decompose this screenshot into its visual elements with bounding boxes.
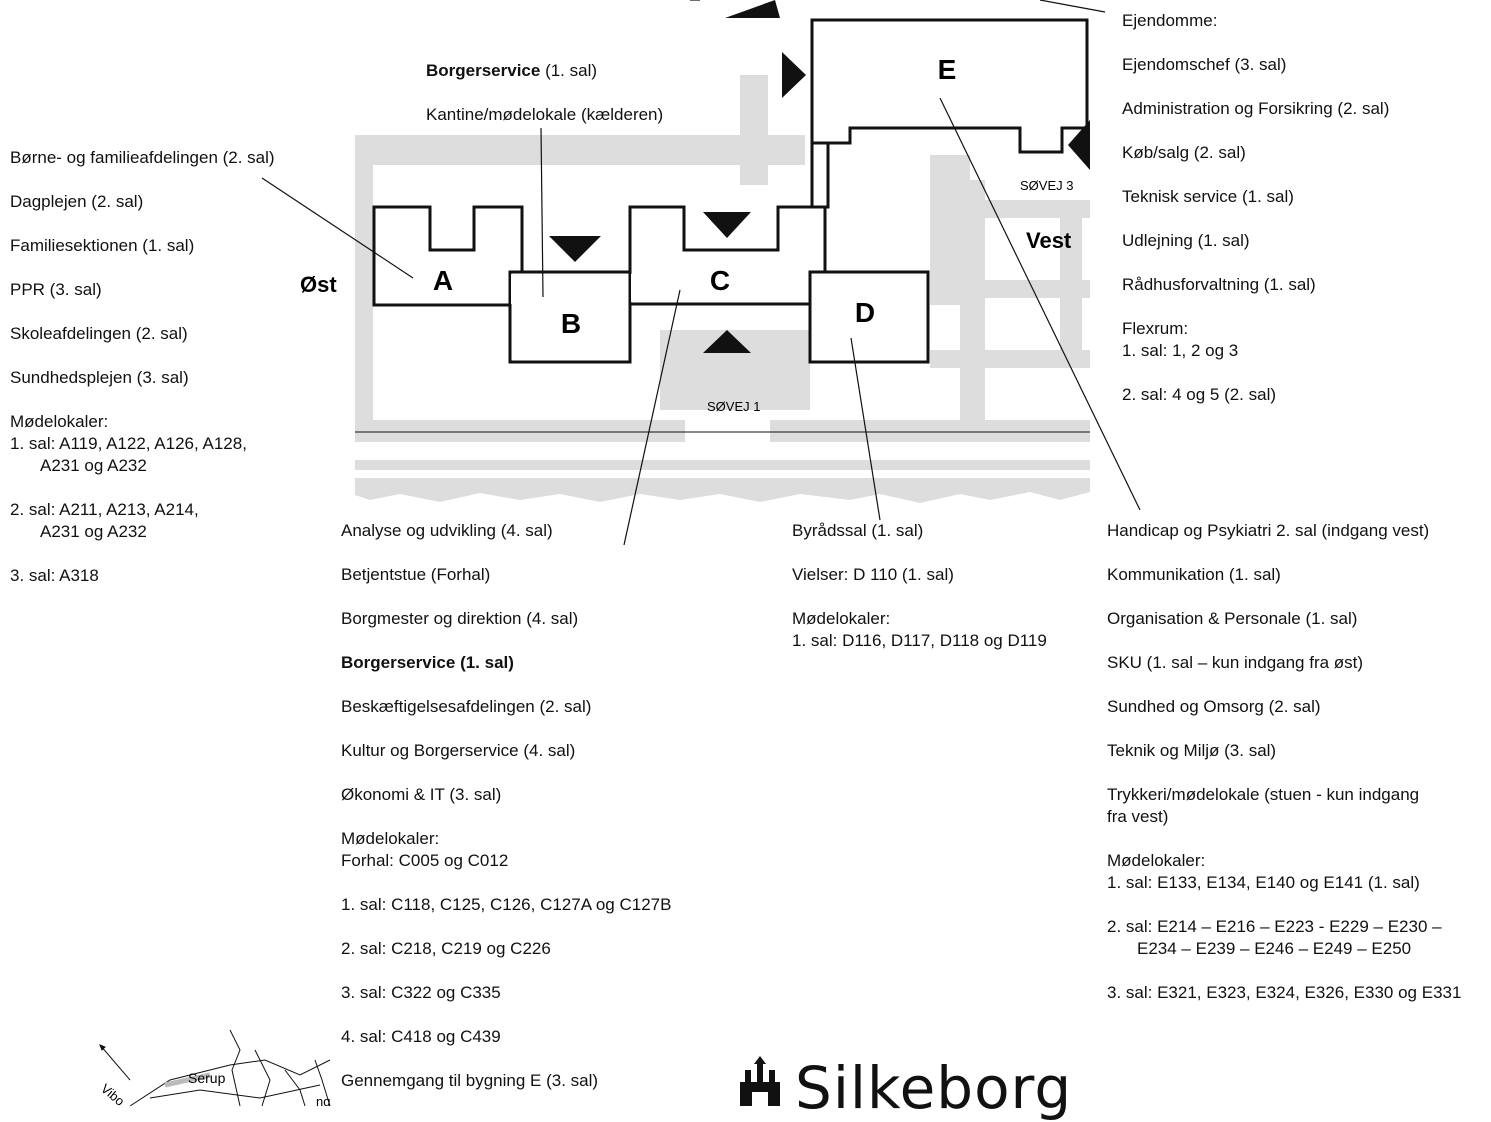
label-sovej-3: SØVEJ 3 [1020, 178, 1073, 193]
label-building-e: E [938, 54, 957, 85]
list-item: Udlejning (1. sal) [1122, 231, 1250, 250]
label-sovej-1: SØVEJ 1 [707, 399, 760, 414]
building-e-list: Handicap og Psykiatri 2. sal (indgang ve… [1107, 520, 1461, 1004]
borgerservice-floor: (1. sal) [540, 61, 598, 80]
silkeborg-logo-wordmark: Silkeborg [795, 1054, 1073, 1122]
label-building-d: D [855, 297, 875, 328]
moedelokaler-title: Mødelokaler: [10, 412, 109, 431]
kantine-label: Kantine/mødelokale (kælderen) [426, 105, 664, 124]
list-item: Betjentstue (Forhal) [341, 565, 491, 584]
list-item: Familiesektionen (1. sal) [10, 236, 195, 255]
building-a-outline [372, 205, 524, 307]
moedelokale-line: 1. sal: D116, D117, D118 og D119 [792, 631, 1047, 650]
label-building-a: A [433, 265, 453, 296]
site-shading [355, 75, 1090, 503]
connector-c-e [810, 141, 830, 209]
moedelokale-line: Forhal: C005 og C012 [341, 851, 509, 870]
minimap-label-vibo: Vibo [98, 1081, 127, 1106]
moedelokale-line: 2. sal: C218, C219 og C226 [341, 939, 551, 958]
list-item: Børne- og familieafdelingen (2. sal) [10, 148, 275, 167]
moedelokaler-title: Mødelokaler: [1107, 851, 1206, 870]
moedelokaler-title: Mødelokaler: [792, 609, 891, 628]
list-item-cont: fra vest) [1107, 807, 1169, 826]
label-building-c: C [710, 265, 730, 296]
entrance-arrow-top [725, 0, 780, 18]
entrance-arrow-e [782, 52, 806, 98]
leader-lines [261, 0, 1141, 546]
moedelokale-line: E234 – E239 – E246 – E249 – E250 [1137, 939, 1412, 958]
moedelokale-line: 3. sal: A318 [10, 566, 99, 585]
ejendomme-title: Ejendomme: [1122, 11, 1218, 30]
list-item: Sundhedsplejen (3. sal) [10, 368, 189, 387]
moedelokale-line: A231 og A232 [40, 456, 147, 475]
label-vest: Vest [1026, 228, 1072, 253]
minimap-label-ng: ng [316, 1094, 330, 1106]
list-item: Sundhed og Omsorg (2. sal) [1107, 697, 1321, 716]
entrance-markers [549, 0, 1090, 353]
ejendomme-list: Ejendomme: Ejendomschef (3. sal) Adminis… [1122, 10, 1389, 406]
label-ost: Øst [300, 272, 337, 297]
list-item: Kultur og Borgerservice (4. sal) [341, 741, 576, 760]
moedelokale-line: 1. sal: C118, C125, C126, C127A og C127B [341, 895, 672, 914]
list-item: Handicap og Psykiatri 2. sal (indgang ve… [1107, 521, 1430, 540]
silkeborg-crest-icon [740, 1056, 780, 1106]
moedelokale-line: 3. sal: E321, E323, E324, E326, E330 og … [1107, 983, 1462, 1002]
building-b-labels: Borgerservice (1. sal) Kantine/mødelokal… [426, 60, 663, 126]
list-item: Teknik og Miljø (3. sal) [1107, 741, 1277, 760]
entrance-arrow-c-bottom [703, 330, 751, 353]
overview-minimap [99, 1029, 331, 1106]
list-item-bold: Borgerservice (1. sal) [341, 653, 514, 672]
list-item: Skoleafdelingen (2. sal) [10, 324, 188, 343]
building-d-list: Byrådssal (1. sal) Vielser: D 110 (1. sa… [792, 520, 1047, 652]
list-item: Vielser: D 110 (1. sal) [792, 565, 954, 584]
minimap-label-serup: Serup [188, 1070, 226, 1086]
list-item: Analyse og udvikling (4. sal) [341, 521, 553, 540]
entrance-arrow-c-top [703, 212, 751, 238]
moedelokale-line: 4. sal: C418 og C439 [341, 1027, 501, 1046]
building-a-list: Børne- og familieafdelingen (2. sal) Dag… [10, 147, 275, 587]
label-building-b: B [561, 308, 581, 339]
building-d-outline [808, 270, 930, 364]
list-item: Kommunikation (1. sal) [1107, 565, 1281, 584]
list-item: Køb/salg (2. sal) [1122, 143, 1246, 162]
entrance-arrow-e-west [1068, 120, 1090, 170]
moedelokale-line: 1. sal: A119, A122, A126, A128, [10, 434, 247, 453]
list-item: Dagplejen (2. sal) [10, 192, 144, 211]
moedelokale-line: 2. sal: E214 – E216 – E223 - E229 – E230… [1107, 917, 1442, 936]
list-item: PPR (3. sal) [10, 280, 102, 299]
list-item: Borgmester og direktion (4. sal) [341, 609, 579, 628]
moedelokaler-title: Mødelokaler: [341, 829, 440, 848]
moedelokale-line: 2. sal: A211, A213, A214, [10, 500, 199, 519]
flexrum-title: Flexrum: [1122, 319, 1189, 338]
list-item: Organisation & Personale (1. sal) [1107, 609, 1358, 628]
borgerservice-label: Borgerservice [426, 61, 541, 80]
moedelokale-line: 3. sal: C322 og C335 [341, 983, 501, 1002]
list-item: Ejendomschef (3. sal) [1122, 55, 1287, 74]
entrance-arrow-b [549, 236, 601, 262]
building-c-list: Analyse og udvikling (4. sal) Betjentstu… [341, 520, 671, 1092]
flexrum-line-2: 2. sal: 4 og 5 (2. sal) [1122, 385, 1277, 404]
moedelokale-line: Gennemgang til bygning E (3. sal) [341, 1071, 599, 1090]
list-item: Beskæftigelsesafdelingen (2. sal) [341, 697, 592, 716]
building-e-outline [810, 18, 1089, 154]
moedelokale-line: A231 og A232 [40, 522, 147, 541]
list-item: Økonomi & IT (3. sal) [341, 785, 502, 804]
list-item: Administration og Forsikring (2. sal) [1122, 99, 1390, 118]
list-item: SKU (1. sal – kun indgang fra øst) [1107, 653, 1364, 672]
moedelokale-line: 1. sal: E133, E134, E140 og E141 (1. sal… [1107, 873, 1420, 892]
building-c-outline [628, 205, 827, 306]
list-item: Teknisk service (1. sal) [1122, 187, 1294, 206]
flexrum-line-1: 1. sal: 1, 2 og 3 [1122, 341, 1239, 360]
list-item: Trykkeri/mødelokale (stuen - kun indgang [1107, 785, 1420, 804]
buildings [372, 18, 1089, 364]
list-item: Byrådssal (1. sal) [792, 521, 924, 540]
list-item: Rådhusforvaltning (1. sal) [1122, 275, 1316, 294]
